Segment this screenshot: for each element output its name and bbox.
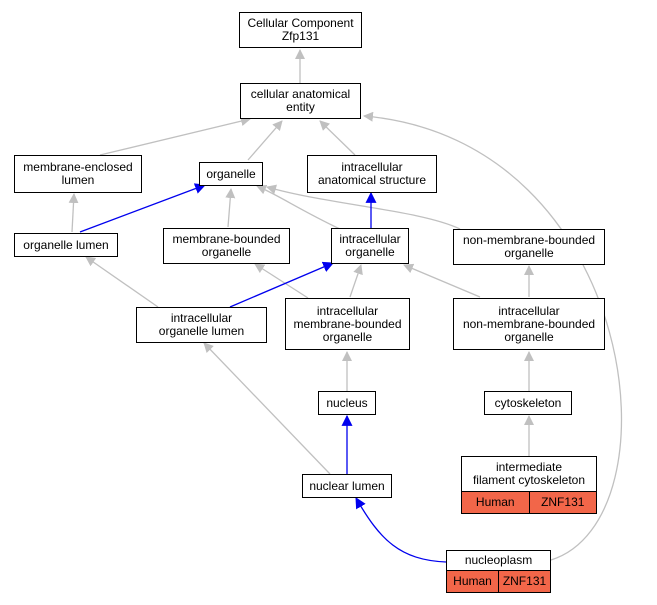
annotation-gene: ZNF131 [528, 492, 596, 513]
annotation-row: Human ZNF131 [447, 570, 550, 592]
edge-ias-cae [319, 120, 356, 156]
edge-np-nl [355, 497, 447, 563]
node-cellular-component-zfp131: Cellular Component Zfp131 [239, 12, 362, 48]
edge-nmbo-org [266, 184, 461, 230]
node-membrane-bounded-organelle: membrane-bounded organelle [163, 228, 290, 264]
edge-orgl-org [79, 183, 207, 233]
edge-nl-iol [203, 342, 331, 475]
node-nuclear-lumen: nuclear lumen [302, 474, 392, 498]
edge-org-cae [247, 120, 283, 161]
node-cellular-anatomical-entity: cellular anatomical entity [240, 83, 361, 119]
node-nucleoplasm: nucleoplasm Human ZNF131 [446, 550, 551, 593]
node-cytoskeleton: cytoskeleton [484, 391, 572, 415]
node-intracellular-non-membrane-bounded-organelle: intracellular non-membrane-bounded organ… [453, 298, 605, 350]
edge-orgl-mel [68, 193, 79, 233]
node-intermediate-filament-cytoskeleton: intermediate filament cytoskeleton Human… [461, 456, 597, 514]
annotation-gene: ZNF131 [498, 571, 550, 592]
edge-io-org [256, 185, 341, 230]
annotation-species: Human [462, 492, 529, 513]
node-intracellular-anatomical-structure: intracellular anatomical structure [307, 155, 437, 193]
edge-iol-orgl [85, 256, 159, 308]
node-organelle-lumen: organelle lumen [14, 233, 118, 257]
node-label: nucleoplasm [464, 553, 533, 567]
annotation-species: Human [447, 571, 498, 592]
node-intracellular-membrane-bounded-organelle: intracellular membrane-bounded organelle [285, 298, 410, 350]
edge-iol-io [229, 261, 335, 308]
node-membrane-enclosed-lumen: membrane-enclosed lumen [14, 155, 142, 193]
node-label: intermediate filament cytoskeleton [472, 460, 586, 487]
node-intracellular-organelle: intracellular organelle [331, 228, 409, 264]
node-organelle: organelle [199, 162, 263, 186]
node-intracellular-organelle-lumen: intracellular organelle lumen [136, 307, 267, 343]
node-nucleus: nucleus [318, 391, 376, 415]
edge-imbo-io [349, 264, 363, 298]
edge-inmbo-io [403, 263, 481, 298]
node-non-membrane-bounded-organelle: non-membrane-bounded organelle [453, 229, 605, 265]
edge-imbo-mbo [254, 263, 309, 299]
edge-np-cae [363, 111, 623, 561]
edge-mbo-org [225, 188, 236, 228]
annotation-row: Human ZNF131 [462, 491, 596, 513]
edge-mel-cae [99, 116, 251, 156]
